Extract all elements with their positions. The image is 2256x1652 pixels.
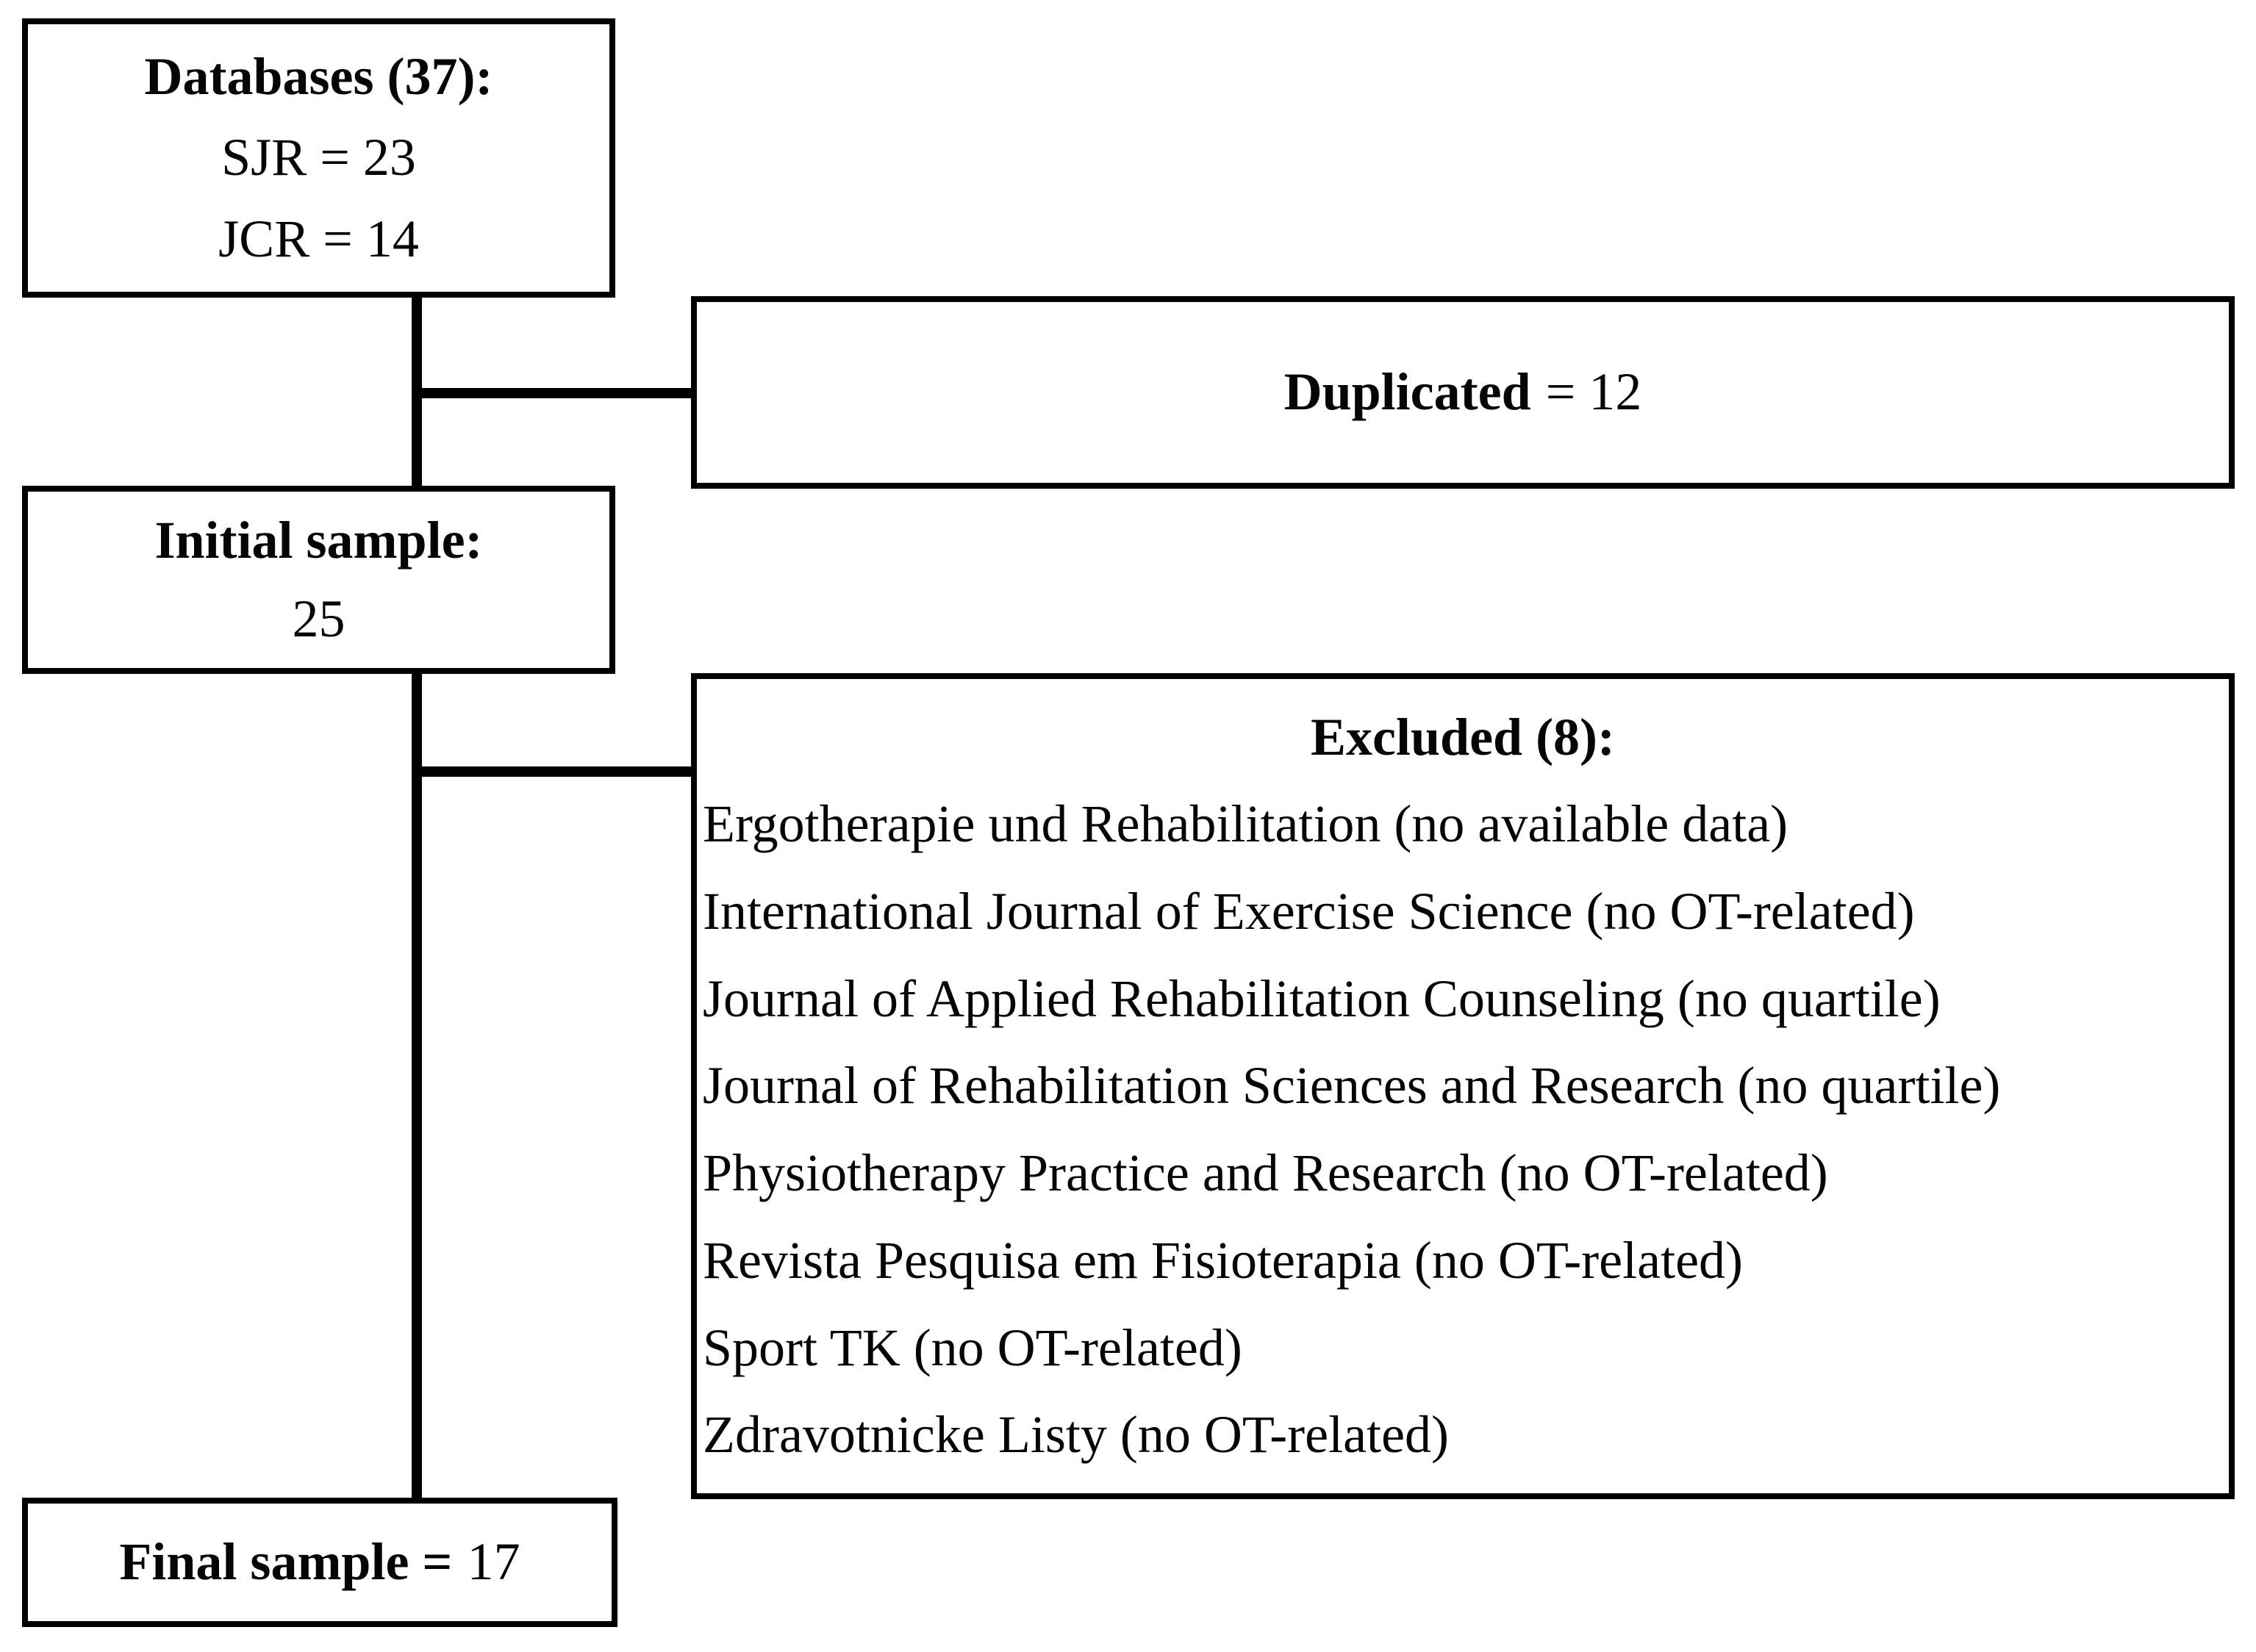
duplicated-value: = 12 <box>1545 362 1642 422</box>
duplicated-label: Duplicated <box>1283 362 1531 422</box>
duplicated-text: Duplicated= 12 <box>697 363 2229 421</box>
excluded-item: Journal of Applied Rehabilitation Counse… <box>703 969 1941 1028</box>
databases-sjr-count: SJR = 23 <box>221 128 416 187</box>
connector-branch-excluded <box>417 766 691 777</box>
excluded-box: Excluded (8): Ergotherapie und Rehabilit… <box>691 673 2235 1499</box>
final-sample-label: Final sample = <box>119 1532 453 1592</box>
connector-initial-to-final <box>412 672 422 1499</box>
excluded-item: Revista Pesquisa em Fisioterapia (no OT-… <box>703 1230 1744 1290</box>
initial-sample-value: 25 <box>292 589 345 648</box>
initial-sample-title: Initial sample: <box>154 511 483 570</box>
duplicated-box: Duplicated= 12 <box>691 296 2235 489</box>
databases-jcr-count: JCR = 14 <box>218 209 419 269</box>
databases-box: Databases (37): SJR = 23 JCR = 14 <box>22 18 615 298</box>
final-sample-value: 17 <box>467 1532 520 1592</box>
excluded-item: Physiotherapy Practice and Research (no … <box>703 1143 1828 1203</box>
excluded-item: Journal of Rehabilitation Sciences and R… <box>703 1056 2001 1116</box>
excluded-item: Ergotherapie und Rehabilitation (no avai… <box>703 794 1788 854</box>
excluded-item: Zdravotnicke Listy (no OT-related) <box>703 1405 1449 1465</box>
excluded-item: Sport TK (no OT-related) <box>703 1318 1242 1377</box>
databases-title: Databases (37): <box>144 46 493 106</box>
connector-branch-duplicated <box>417 388 691 398</box>
excluded-title: Excluded (8): <box>1311 707 1615 766</box>
initial-sample-box: Initial sample: 25 <box>22 486 615 674</box>
excluded-item: International Journal of Exercise Scienc… <box>703 881 1915 941</box>
final-sample-text: Final sample =17 <box>28 1533 612 1591</box>
final-sample-box: Final sample =17 <box>22 1498 617 1627</box>
